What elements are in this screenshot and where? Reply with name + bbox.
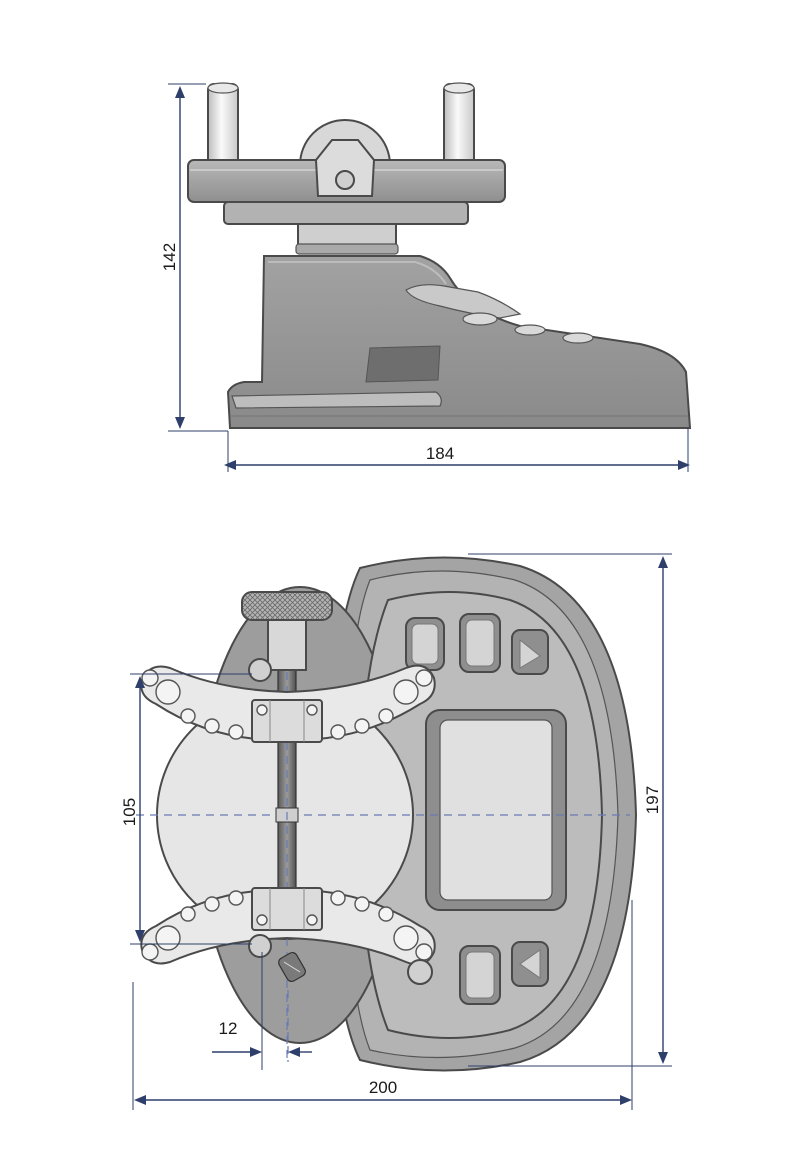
knob-neck — [267, 619, 307, 671]
dim-side-height-label: 142 — [160, 243, 179, 271]
side-display-window — [405, 284, 522, 319]
top-buttons — [405, 613, 549, 675]
dim-top-offset-label: 12 — [219, 1019, 238, 1038]
left-post — [207, 83, 239, 171]
lower-pin — [248, 934, 272, 958]
dim-top-span-label: 105 — [120, 798, 139, 826]
dim-top-height-label: 197 — [643, 786, 662, 814]
side-base-band — [231, 391, 442, 409]
upper-pin — [248, 658, 272, 682]
knurled-knob — [241, 591, 333, 621]
lower-flange — [223, 201, 469, 225]
side-label-plate — [365, 345, 441, 383]
clamp-bracket — [314, 139, 376, 197]
dim-side-width-label: 184 — [426, 444, 454, 463]
lower-arm-holes — [141, 890, 433, 961]
bracket-bolt — [335, 170, 355, 190]
side-button-3 — [562, 332, 594, 344]
side-body — [226, 255, 692, 429]
top-view: 105 197 12 200 — [120, 553, 672, 1110]
dim-top-width-label: 200 — [369, 1078, 397, 1097]
arrow-left-icon — [519, 949, 541, 979]
right-post — [443, 83, 475, 171]
side-button-1 — [462, 312, 498, 326]
side-button-2 — [514, 324, 546, 336]
upper-arm-holes — [141, 669, 433, 740]
arrow-right-icon — [519, 638, 541, 669]
bottom-buttons — [459, 941, 549, 1005]
side-pin — [407, 959, 433, 985]
side-view: 142 184 — [160, 82, 692, 472]
display-screen — [439, 719, 553, 901]
